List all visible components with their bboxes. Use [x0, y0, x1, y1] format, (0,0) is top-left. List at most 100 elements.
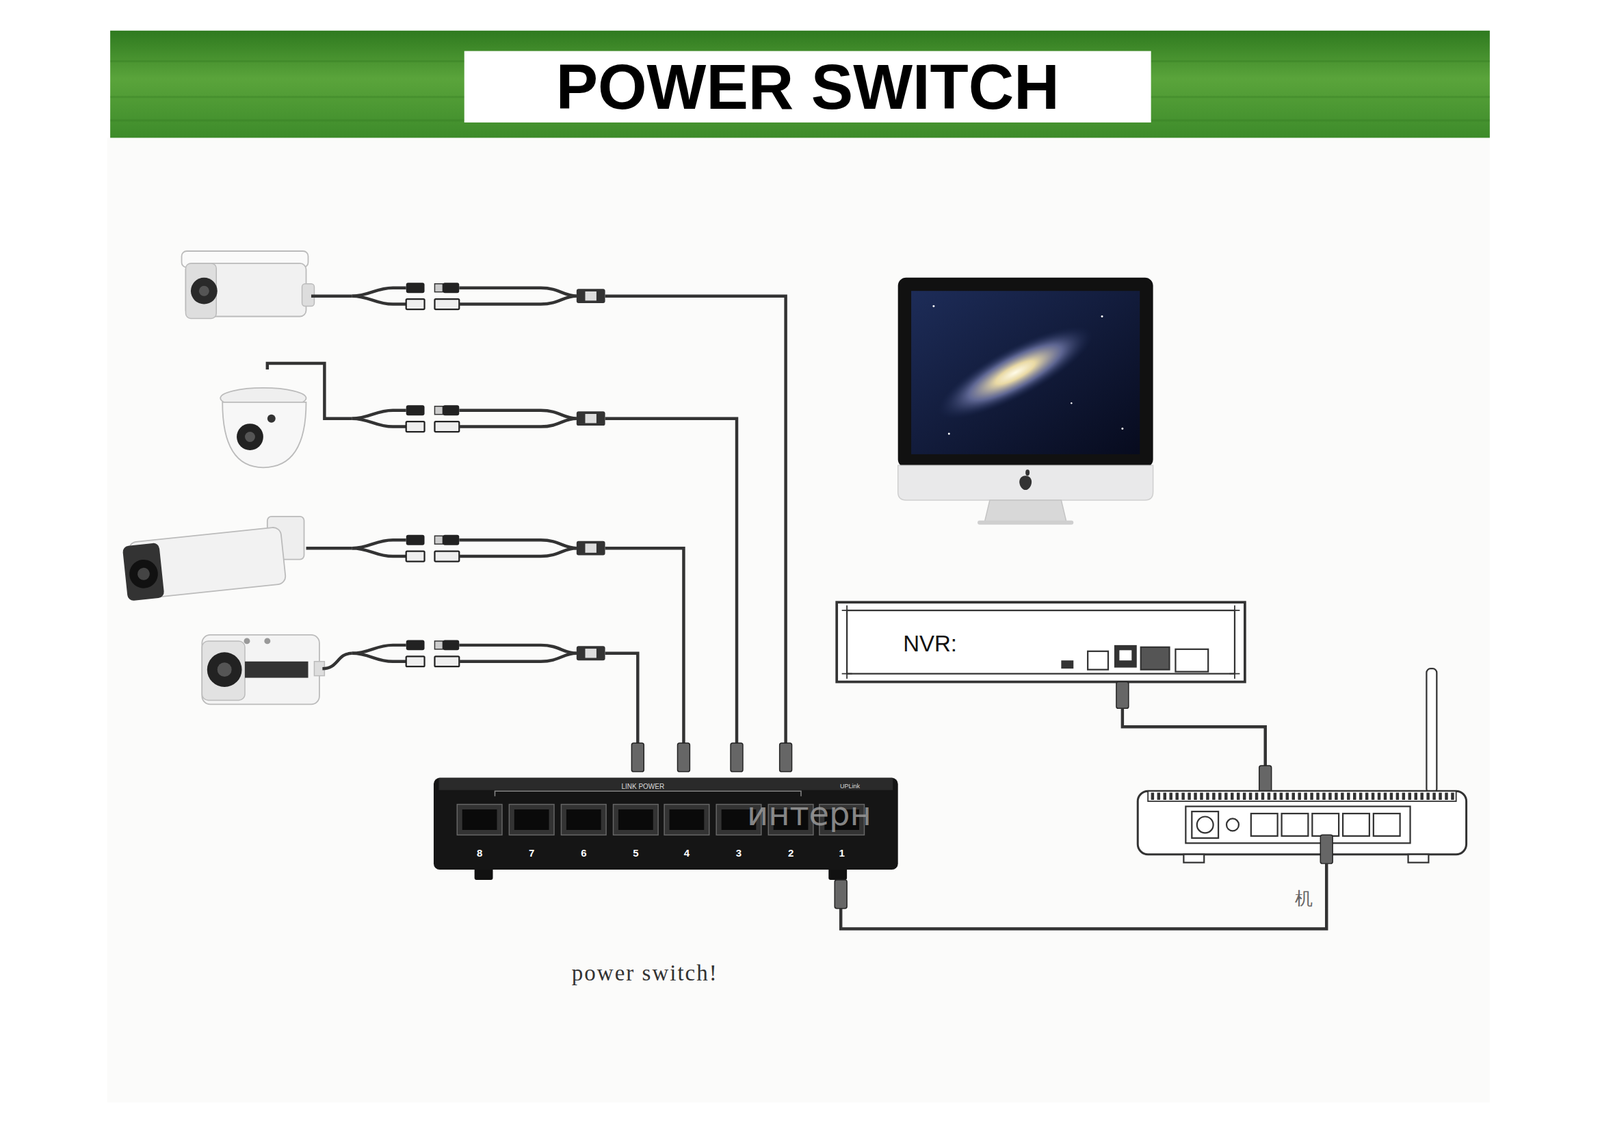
port-number: 6 [580, 846, 587, 858]
port [1175, 649, 1209, 672]
nvr-panel [846, 610, 1235, 674]
star [948, 433, 951, 436]
splitter-cable [352, 534, 606, 562]
star [932, 305, 935, 308]
blank-patch [959, 617, 1051, 662]
device-label: NVR: [902, 631, 957, 654]
rj45-plug [631, 742, 644, 772]
camera-lens [199, 285, 210, 297]
camera-front [201, 640, 245, 701]
logo-mark [1019, 475, 1032, 490]
brand-stripe [244, 661, 308, 678]
cable [605, 653, 639, 745]
rj45-plug [677, 742, 690, 772]
router-foot [1183, 854, 1204, 863]
antenna [1426, 668, 1437, 793]
port-number: 1 [839, 846, 845, 858]
splitter-cable [352, 282, 606, 310]
cable [1122, 707, 1266, 768]
caption-text: power switch! [571, 961, 719, 984]
router-vent [1147, 790, 1456, 802]
port [1141, 647, 1170, 670]
router-vent [1151, 792, 1455, 799]
port-number: 2 [788, 846, 794, 858]
bullet-camera [201, 634, 325, 704]
port-number: 4 [684, 846, 690, 858]
port [1087, 651, 1109, 670]
port-number: 8 [476, 846, 483, 858]
ir-led [244, 637, 251, 644]
bullet-camera [181, 251, 315, 319]
camera-lens [136, 567, 151, 581]
camera-housing [121, 526, 286, 602]
splitter-cable [352, 639, 606, 667]
port-group-label: LINK POWER [621, 783, 665, 791]
port-panel [1185, 806, 1410, 844]
port-number: 3 [736, 846, 742, 858]
reset-button [1226, 818, 1239, 831]
title-text: POWER SWITCH [556, 55, 1060, 119]
star [1121, 427, 1124, 430]
lan-port [1114, 645, 1137, 668]
grass-banner [110, 30, 1490, 139]
star [1070, 402, 1072, 404]
monitor-foot [977, 520, 1074, 525]
bracket [494, 790, 802, 796]
rj45-plug [834, 879, 847, 909]
lan-port [1342, 813, 1370, 836]
camera-front [122, 542, 165, 602]
cable [267, 363, 353, 419]
switch-body [433, 777, 899, 870]
monitor-screen [911, 290, 1140, 455]
camera-lens [190, 277, 218, 305]
splitter-cable [352, 404, 606, 432]
title-panel: POWER SWITCH [464, 51, 1152, 123]
nvr-case [836, 601, 1245, 682]
power-jack [1197, 816, 1214, 834]
camera-body [201, 634, 320, 704]
nvr-box: NVR: [836, 601, 1245, 682]
router [1137, 668, 1466, 862]
cable [306, 546, 353, 550]
star [1101, 315, 1104, 318]
galaxy [926, 309, 1104, 435]
cable [311, 294, 353, 297]
lan-port [1281, 813, 1309, 836]
monitor-chin [898, 465, 1154, 501]
lan-port [1373, 813, 1401, 836]
rj45-plug [1116, 682, 1129, 709]
logo-mark [1025, 469, 1030, 476]
cable [605, 296, 786, 745]
monitor [898, 277, 1154, 525]
switch-top [438, 777, 893, 791]
lan-port [1251, 813, 1278, 836]
port-number: 5 [632, 846, 639, 858]
power-jack [1191, 811, 1219, 838]
rj45-plug [779, 742, 793, 772]
lan-port [1312, 813, 1339, 836]
ir-led [267, 414, 276, 423]
usb-port [1060, 660, 1074, 669]
camera-lens [207, 651, 243, 687]
long-bullet-camera [121, 516, 304, 602]
watermark: интерн [746, 796, 872, 830]
router-foot [1408, 854, 1429, 863]
port-number: 7 [528, 846, 535, 858]
camera-lens [236, 423, 264, 451]
rj45-plug [1259, 765, 1272, 793]
uplink-label: UPLink [840, 782, 860, 789]
camera-lens [217, 662, 232, 677]
cable [605, 547, 685, 745]
cable [840, 863, 1327, 929]
ground [107, 137, 1490, 1103]
cable [322, 653, 352, 669]
switch [433, 777, 899, 880]
dome-camera [220, 387, 306, 468]
ir-led [264, 637, 271, 644]
screw-marks [842, 605, 1241, 679]
camera-lens [244, 431, 256, 442]
monitor-stand [984, 500, 1066, 522]
title-box [464, 51, 1152, 123]
